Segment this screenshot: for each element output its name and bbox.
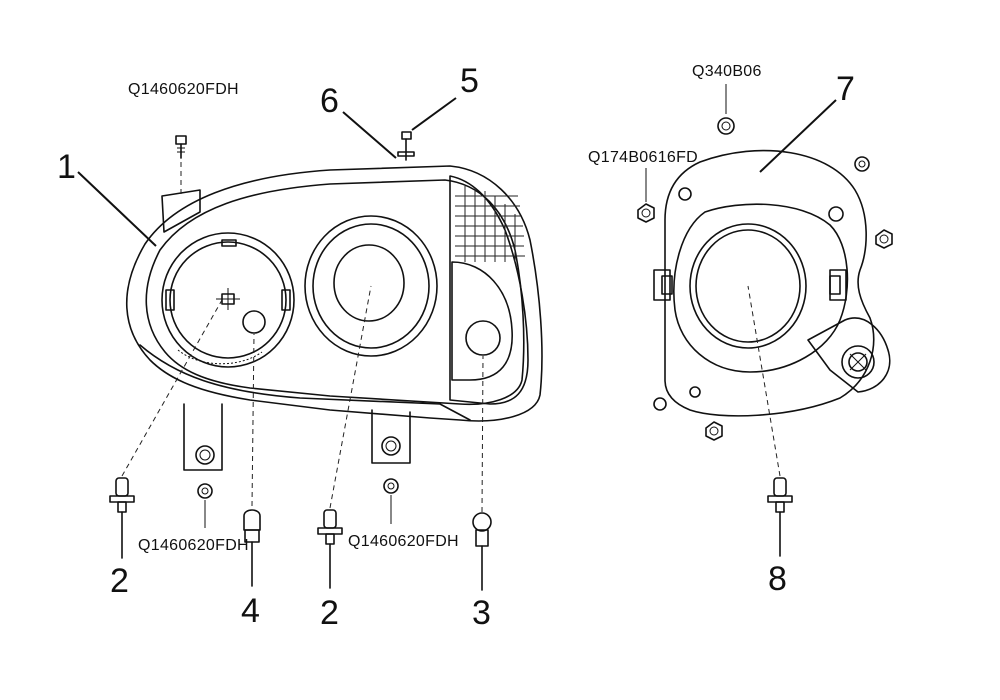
bulb-item-2-left: [109, 299, 223, 559]
part-number-8: 8: [768, 560, 787, 598]
low-beam-reflector: [161, 232, 295, 368]
reflector-grid: [455, 186, 525, 262]
high-beam-projector: [304, 215, 438, 357]
screw-item-5: [397, 131, 415, 161]
headlamp-housing: [126, 165, 543, 471]
bulb-item-8: [747, 285, 793, 557]
washer-left: [197, 483, 213, 528]
bulb-item-3: [472, 355, 492, 591]
part-number-6: 6: [320, 82, 339, 120]
leader-5: [411, 97, 457, 131]
part-number-7: 7: [836, 70, 855, 108]
bulb-item-2-center: [317, 285, 372, 589]
leader-1: [77, 171, 157, 247]
turn-signal-pod: [451, 261, 513, 381]
part-number-4: 4: [241, 592, 260, 630]
code-nut-fog: Q174B0616FD: [588, 149, 698, 166]
part-number-2-center: 2: [320, 594, 339, 632]
part-number-3: 3: [472, 594, 491, 632]
code-washer-left: Q1460620FDH: [138, 537, 249, 554]
fog-lamp-housing: [653, 149, 891, 417]
leader-7: [759, 99, 837, 173]
washer-mid: [383, 478, 399, 524]
code-bolt-top: Q1460620FDH: [128, 81, 239, 98]
part-number-2-left: 2: [110, 562, 129, 600]
part-number-5: 5: [460, 62, 479, 100]
leader-6: [342, 111, 397, 159]
code-washer-fog: Q340B06: [692, 63, 762, 80]
fog-lamp-hardware: [637, 117, 893, 441]
code-washer-mid: Q1460620FDH: [348, 533, 459, 550]
mounting-bolt-top: [175, 135, 187, 194]
bulb-item-4: [243, 333, 261, 587]
part-number-1: 1: [57, 148, 76, 186]
